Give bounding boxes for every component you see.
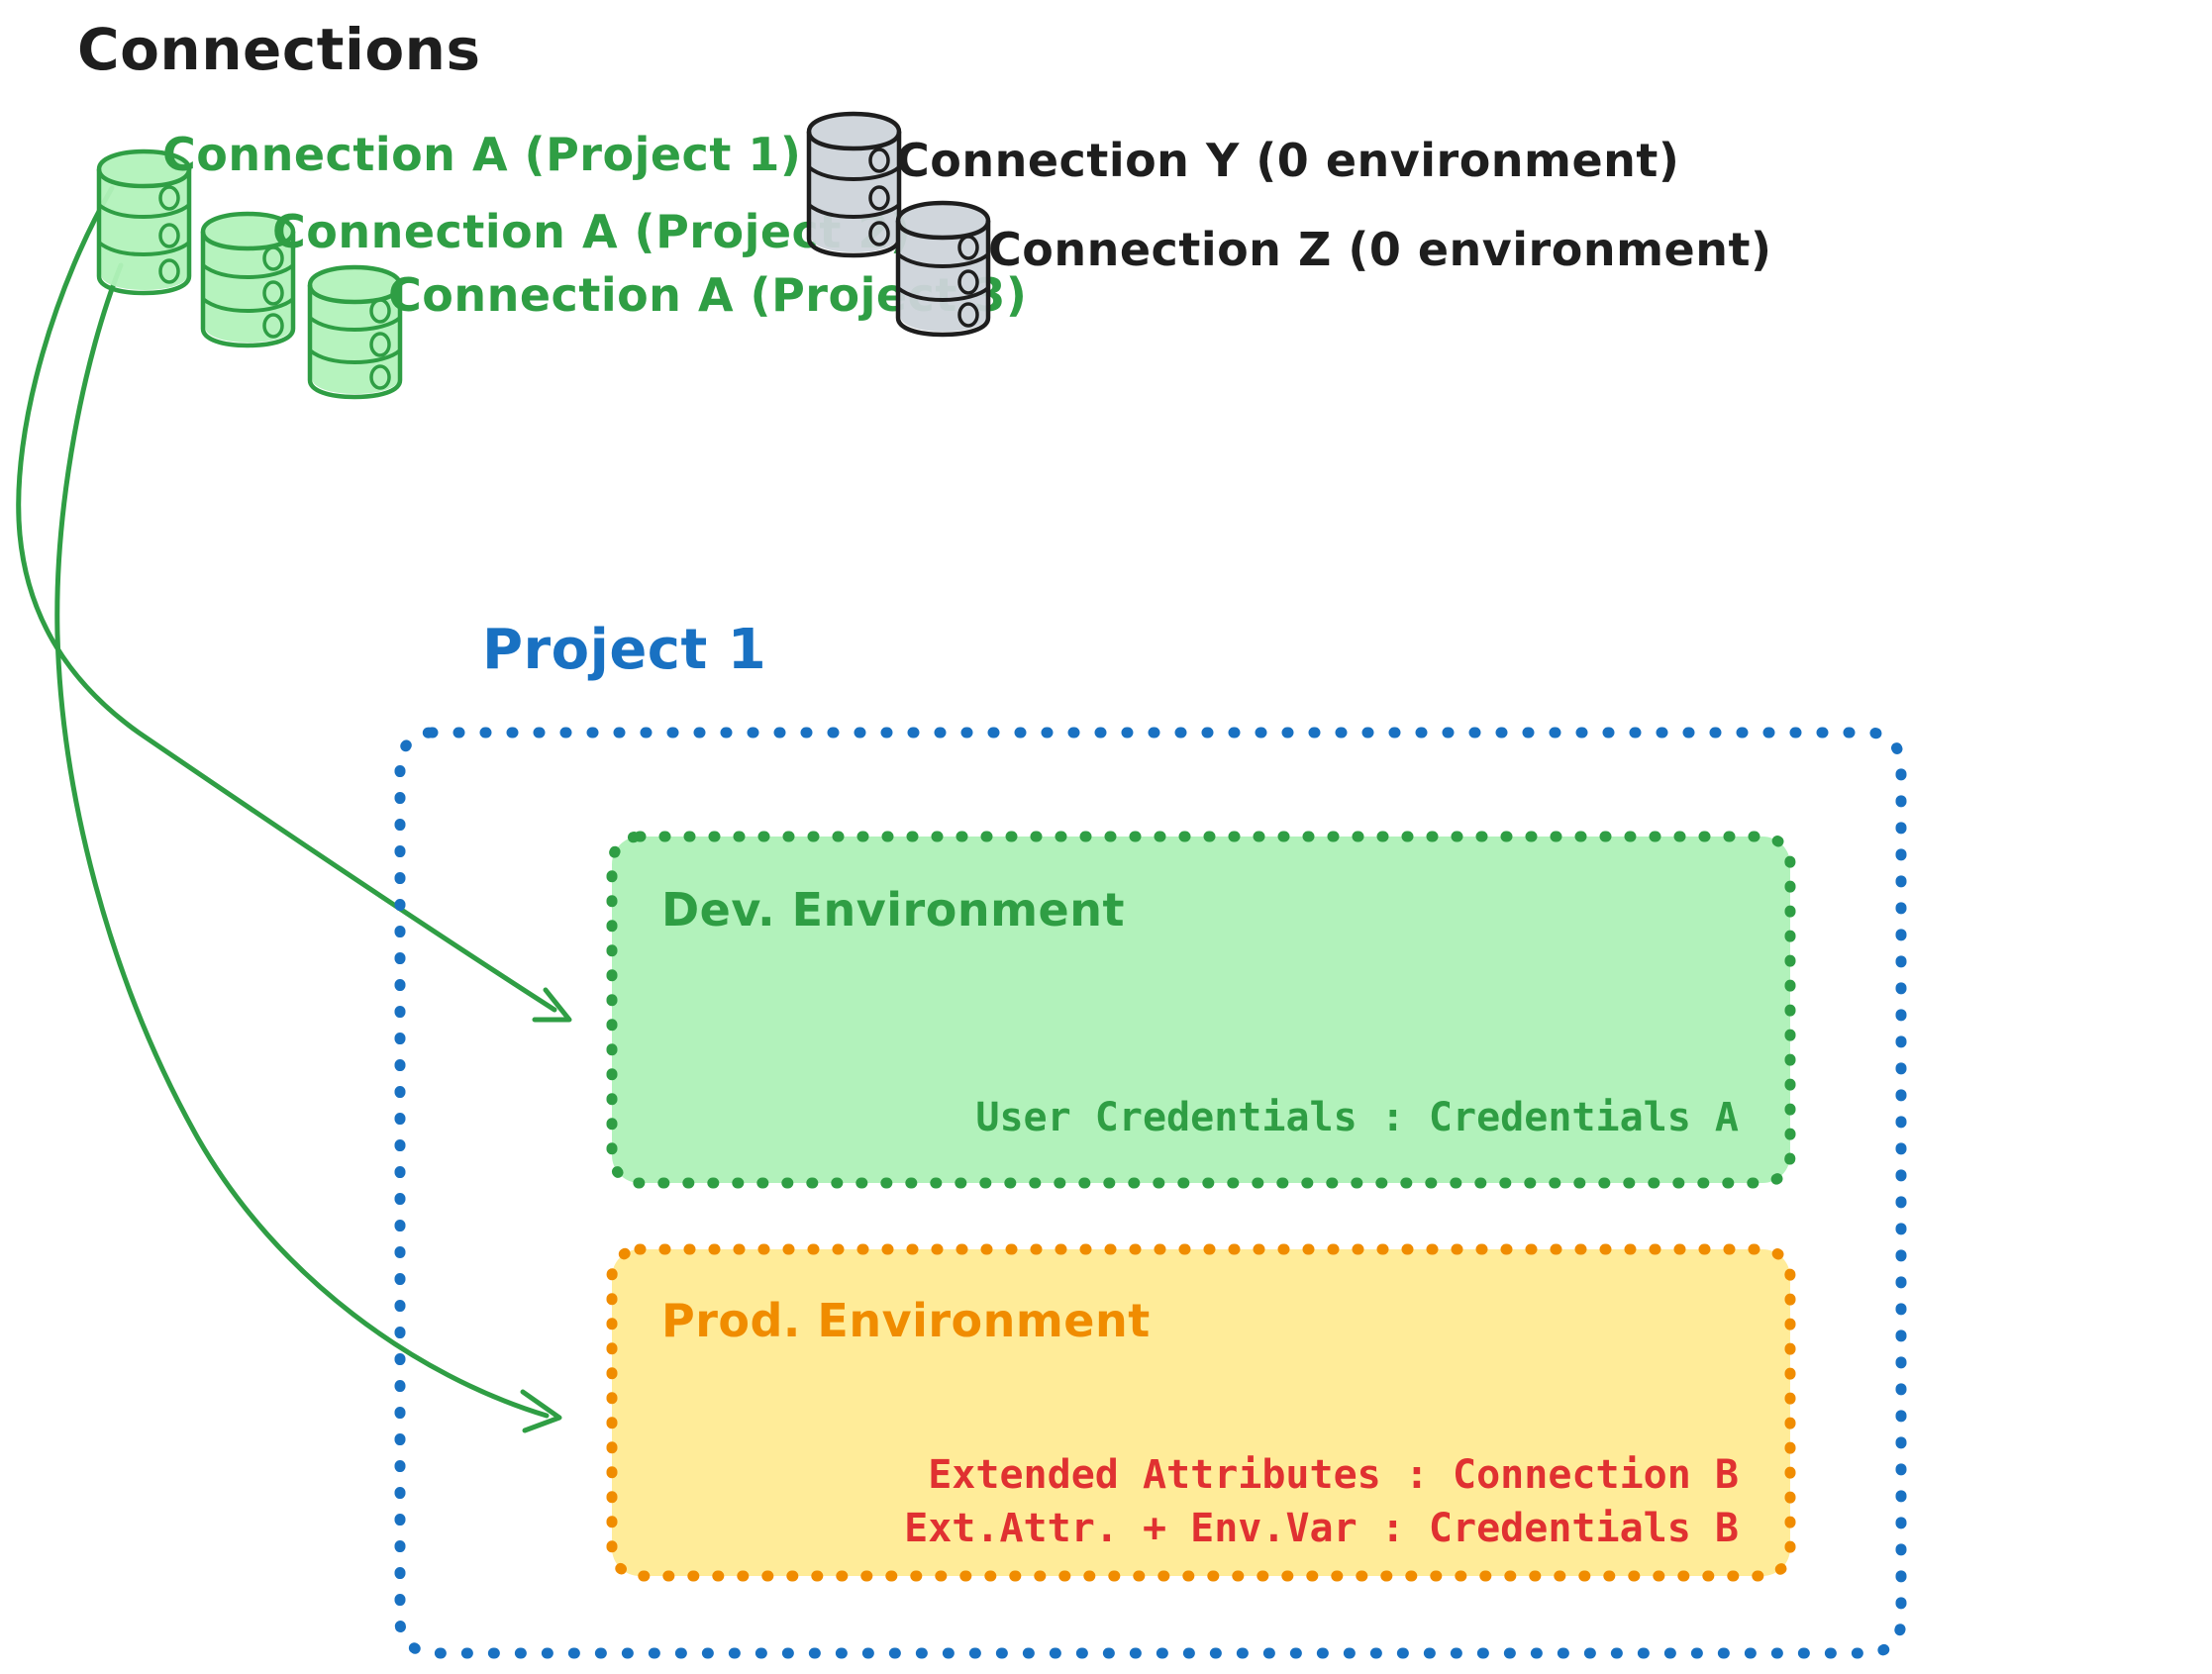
project-container — [394, 727, 1907, 1659]
dev-environment-title: Dev. Environment — [661, 883, 1125, 936]
prod-environment-box — [606, 1243, 1796, 1582]
connection-label-gray-1: Connection Z (0 environment) — [988, 223, 1772, 276]
page-title: Connections — [77, 16, 480, 83]
database-icon — [895, 200, 991, 338]
prod-environment-title: Prod. Environment — [661, 1294, 1151, 1347]
connection-label-green-1: Connection A (Project 2) — [272, 205, 911, 258]
project-label: Project 1 — [482, 618, 766, 682]
dev-environment-line-0: User Credentials : Credentials A — [975, 1095, 1739, 1140]
database-icon — [200, 211, 296, 348]
connection-a-to-dev-arrow — [16, 185, 572, 1023]
prod-environment-line-0: Extended Attributes : Connection B — [928, 1452, 1739, 1498]
database-icon — [806, 111, 902, 258]
connection-label-green-0: Connection A (Project 1) — [162, 128, 801, 181]
connection-a-to-prod-arrow — [54, 262, 562, 1433]
connection-label-gray-0: Connection Y (0 environment) — [896, 134, 1679, 187]
database-icon — [307, 264, 403, 400]
database-icon — [96, 148, 192, 296]
dev-environment-box — [606, 831, 1796, 1189]
prod-environment-line-1: Ext.Attr. + Env.Var : Credentials B — [904, 1506, 1739, 1551]
